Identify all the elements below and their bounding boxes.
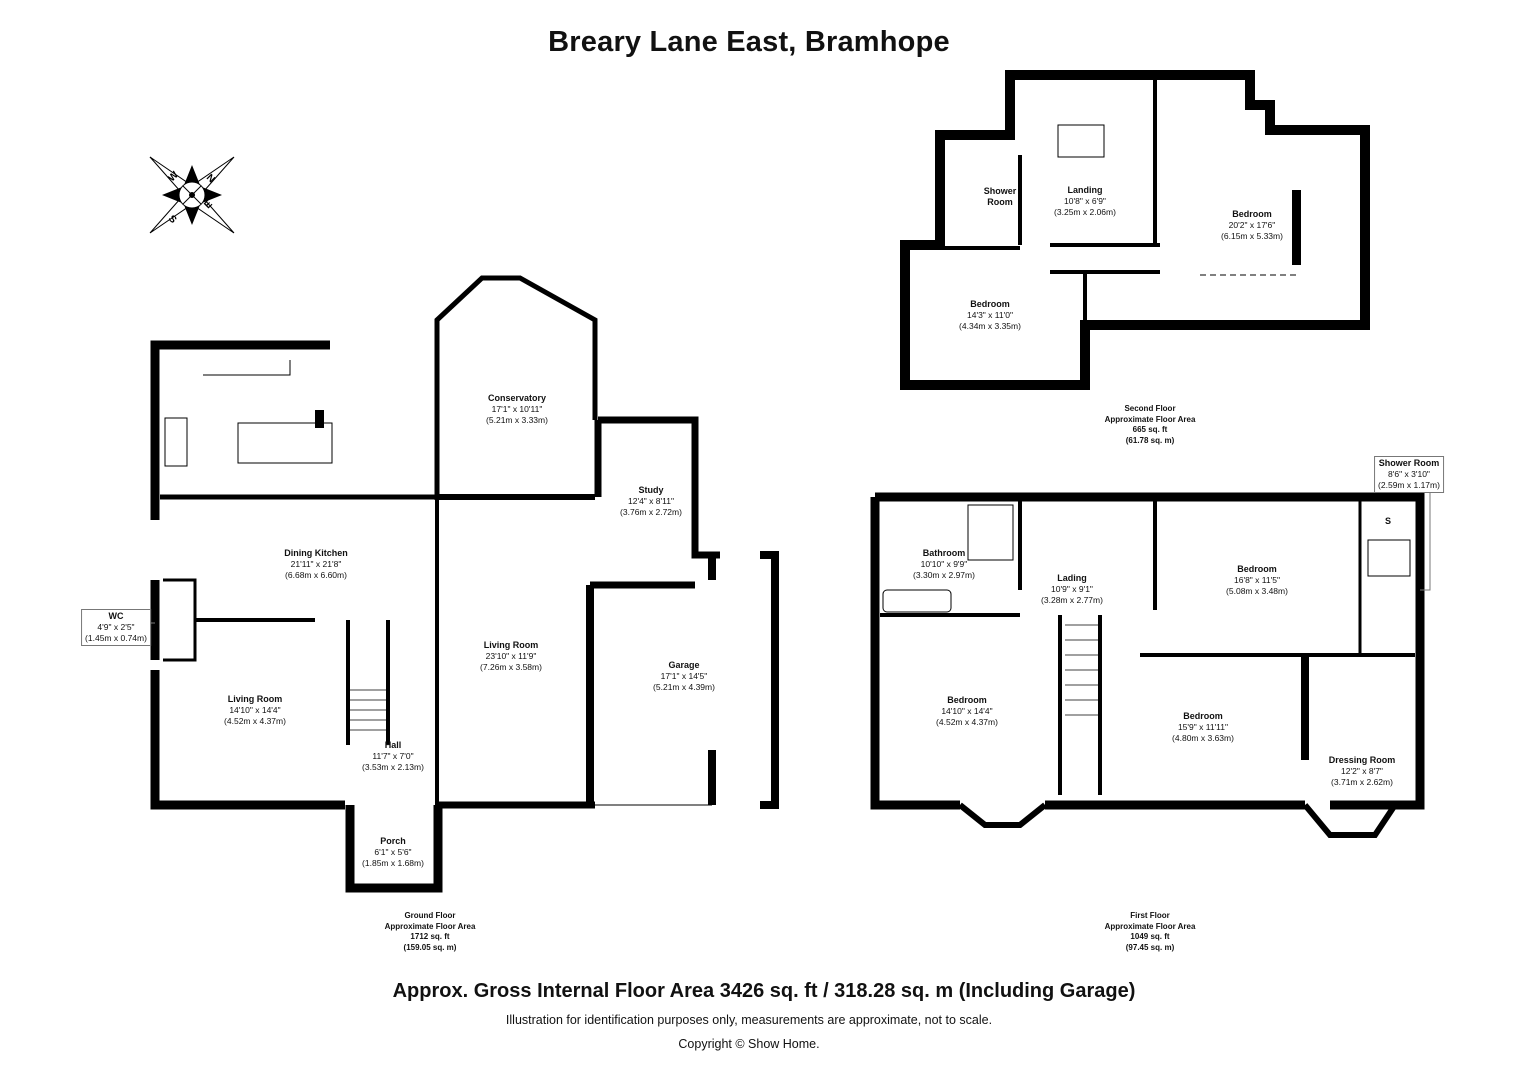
- room-label-landing-first: Lading 10'9" x 9'1" (3.28m x 2.77m): [1041, 573, 1103, 605]
- room-label-hall: Hall 11'7" x 7'0" (3.53m x 2.13m): [362, 740, 424, 772]
- copyright-text: Copyright © Show Home.: [678, 1037, 820, 1051]
- room-label-landing: Landing 10'8" x 6'9" (3.25m x 2.06m): [1054, 185, 1116, 217]
- room-label-shower-room-first: Shower Room 8'6" x 3'10" (2.59m x 1.17m): [1374, 456, 1444, 493]
- ground-floor-area: Ground Floor Approximate Floor Area 1712…: [384, 911, 476, 952]
- room-label-living-room-west: Living Room 14'10" x 14'4" (4.52m x 4.37…: [224, 694, 286, 726]
- second-floor-area: Second Floor Approximate Floor Area 665 …: [1104, 404, 1196, 445]
- first-floor-area: First Floor Approximate Floor Area 1049 …: [1104, 911, 1196, 952]
- room-label-study: Study 12'4" x 8'11" (3.76m x 2.72m): [620, 485, 682, 517]
- room-label-bedroom-first-ne: Bedroom 16'8" x 11'5" (5.08m x 3.48m): [1226, 564, 1288, 596]
- gross-area-heading: Approx. Gross Internal Floor Area 3426 s…: [392, 980, 1136, 1002]
- room-label-conservatory: Conservatory 17'1" x 10'11" (5.21m x 3.3…: [486, 393, 548, 425]
- room-label-wc: WC 4'9" x 2'5" (1.45m x 0.74m): [81, 609, 151, 646]
- room-label-storage-s: S: [1384, 516, 1392, 526]
- room-label-porch: Porch 6'1" x 5'6" (1.85m x 1.68m): [362, 836, 424, 868]
- disclaimer-text: Illustration for identification purposes…: [505, 1013, 993, 1027]
- room-label-dining-kitchen: Dining Kitchen 21'11" x 21'8" (6.68m x 6…: [284, 548, 348, 580]
- room-label-shower-room-second: Shower Room: [983, 186, 1017, 207]
- room-label-garage: Garage 17'1" x 14'5" (5.21m x 4.39m): [653, 660, 715, 692]
- room-label-dressing-room: Dressing Room 12'2" x 8'7" (3.71m x 2.62…: [1328, 755, 1396, 787]
- compass-rose-icon: W N S E: [149, 156, 235, 234]
- room-label-bedroom-second-west: Bedroom 14'3" x 11'0" (4.34m x 3.35m): [959, 299, 1021, 331]
- room-label-living-room-east: Living Room 23'10" x 11'9" (7.26m x 3.58…: [480, 640, 542, 672]
- room-label-bedroom-first-centre: Bedroom 15'9" x 11'11" (4.80m x 3.63m): [1172, 711, 1234, 743]
- room-label-bedroom-first-west: Bedroom 14'10" x 14'4" (4.52m x 4.37m): [936, 695, 998, 727]
- plan-title: Breary Lane East, Bramhope: [548, 26, 950, 58]
- room-label-bedroom-second-east: Bedroom 20'2" x 17'6" (6.15m x 5.33m): [1221, 209, 1283, 241]
- room-label-bathroom: Bathroom 10'10" x 9'9" (3.30m x 2.97m): [913, 548, 975, 580]
